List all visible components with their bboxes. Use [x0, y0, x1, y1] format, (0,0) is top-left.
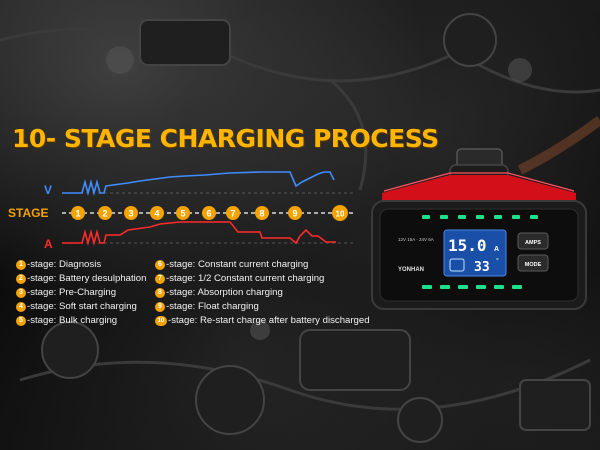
stage-label: STAGE [8, 206, 48, 220]
stage-marker-1: 1 [71, 206, 85, 220]
stage-marker-8: 8 [255, 206, 269, 220]
legend-item-4: 4-stage: Soft start charging [16, 300, 146, 314]
charger-spec-label: 12V 15A · 24V 6A [398, 237, 434, 242]
temperature-reading: 33 [474, 260, 490, 275]
svg-text:MODE: MODE [525, 262, 542, 268]
stage-marker-7: 7 [226, 206, 240, 220]
legend-item-6: 6-stage: Constant current charging [155, 258, 370, 272]
voltage-label: V [44, 183, 52, 197]
battery-charger-device: 12V 15A · 24V 6A 15.0 A 33 ° AMPS MODE Y… [371, 148, 587, 310]
legend-item-8: 8-stage: Absorption charging [155, 286, 370, 300]
stage-marker-3: 3 [124, 206, 138, 220]
svg-text:AMPS: AMPS [525, 240, 541, 246]
svg-text:7: 7 [230, 209, 235, 219]
voltage-line [62, 171, 335, 197]
stage-marker-4: 4 [150, 206, 164, 220]
mode-button[interactable]: MODE [517, 254, 549, 272]
status-led-row [422, 215, 538, 219]
legend-item-3: 3-stage: Pre-Charging [16, 286, 146, 300]
svg-text:5: 5 [180, 209, 185, 219]
current-label: A [44, 237, 53, 251]
legend-item-10: 10-stage: Re-start charge after battery … [155, 314, 370, 328]
battery-icon [449, 258, 465, 272]
page-title: 10- STAGE CHARGING PROCESS [12, 124, 439, 153]
current-line [62, 221, 336, 247]
lcd-display [443, 229, 507, 277]
stage-marker-6: 6 [202, 206, 216, 220]
current-unit: A [494, 246, 499, 253]
temperature-unit: ° [496, 257, 499, 265]
legend-left: 1-stage: Diagnosis 2-stage: Battery desu… [16, 258, 146, 328]
stage-markers: 1 2 3 4 5 6 7 8 9 10 [71, 205, 348, 221]
stage-marker-10: 10 [332, 205, 348, 221]
legend-item-5: 5-stage: Bulk charging [16, 314, 146, 328]
charger-red-top [382, 175, 576, 205]
svg-text:1: 1 [75, 209, 80, 219]
legend-item-2: 2-stage: Battery desulphation [16, 272, 146, 286]
svg-text:2: 2 [102, 209, 107, 219]
svg-text:10: 10 [336, 210, 345, 219]
legend-item-1: 1-stage: Diagnosis [16, 258, 146, 272]
svg-text:9: 9 [292, 209, 297, 219]
legend-item-7: 7-stage: 1/2 Constant current charging [155, 272, 370, 286]
brand-logo: YONHAN [398, 267, 424, 273]
svg-text:3: 3 [128, 209, 133, 219]
legend-item-9: 9-stage: Float charging [155, 300, 370, 314]
stage-marker-2: 2 [98, 206, 112, 220]
svg-text:8: 8 [259, 209, 264, 219]
charging-stage-chart: V STAGE A 1 2 3 4 5 6 7 8 9 10 [8, 171, 355, 251]
current-reading: 15.0 [448, 236, 487, 255]
svg-text:4: 4 [154, 209, 159, 219]
svg-text:6: 6 [206, 209, 211, 219]
amps-button[interactable]: AMPS [517, 232, 549, 250]
mode-led-row [422, 285, 522, 289]
legend-right: 6-stage: Constant current charging 7-sta… [155, 258, 370, 328]
stage-marker-5: 5 [176, 206, 190, 220]
stage-marker-9: 9 [288, 206, 302, 220]
